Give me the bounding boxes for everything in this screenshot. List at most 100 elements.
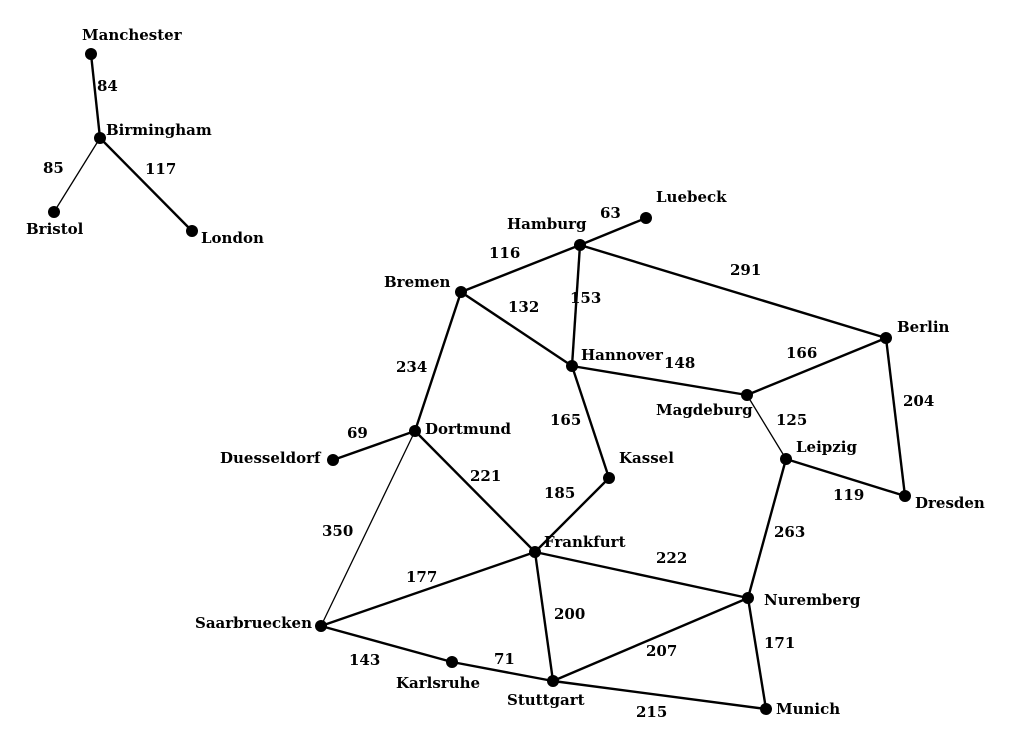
edge-weight-stuttgart-munich: 215 (636, 703, 667, 721)
edge-weight-dortmund-frankfurt: 221 (470, 467, 501, 485)
city-node-duesseldorf (327, 454, 339, 466)
edge-saarbruecken-karlsruhe (320, 624, 453, 664)
edge-weight-hamburg-berlin: 291 (730, 261, 761, 279)
edge-stuttgart-munich (552, 679, 767, 711)
city-label-stuttgart: Stuttgart (507, 691, 585, 709)
edge-weight-magdeburg-berlin: 166 (786, 344, 817, 362)
city-node-bristol (48, 206, 60, 218)
city-node-dortmund (409, 425, 421, 437)
edge-weights-layer: 84 85 117 63 116 291 153 132 234 148 166 204 165 125 1… (43, 77, 934, 721)
city-label-bristol: Bristol (26, 220, 84, 238)
edge-berlin-dresden (884, 337, 907, 497)
city-node-kassel (603, 472, 615, 484)
city-node-manchester (85, 48, 97, 60)
edge-hamburg-berlin (579, 243, 887, 340)
edge-dortmund-frankfurt (414, 430, 536, 553)
edge-bremen-dortmund (413, 291, 463, 432)
edge-weight-hannover-kassel: 165 (550, 411, 581, 429)
edge-stuttgart-nuremberg (552, 596, 749, 683)
edge-hannover-kassel (570, 365, 611, 479)
city-node-magdeburg (741, 389, 753, 401)
edge-weight-karlsruhe-stuttgart: 71 (494, 650, 515, 668)
edge-hamburg-hannover (570, 244, 582, 367)
edge-magdeburg-berlin (746, 336, 887, 397)
city-node-luebeck (640, 212, 652, 224)
nodes-layer (48, 48, 911, 715)
edge-manchester-birmingham (89, 53, 102, 139)
city-label-bremen: Bremen (384, 273, 451, 291)
city-node-dresden (899, 490, 911, 502)
city-node-hamburg (574, 239, 586, 251)
city-node-frankfurt (529, 546, 541, 558)
edge-birmingham-london (99, 137, 193, 232)
edge-weight-leipzig-dresden: 119 (833, 486, 864, 504)
edge-birmingham-bristol (53, 137, 101, 213)
edge-weight-hamburg-hannover: 153 (570, 289, 601, 307)
city-node-bremen (455, 286, 467, 298)
edge-weight-bremen-dortmund: 234 (396, 358, 427, 376)
edge-leipzig-nuremberg (746, 458, 788, 599)
city-label-luebeck: Luebeck (656, 188, 727, 206)
city-node-berlin (880, 332, 892, 344)
edge-bremen-hannover (460, 291, 573, 367)
edge-weight-manchester-birmingham: 84 (97, 77, 118, 95)
city-node-munich (760, 703, 772, 715)
city-label-leipzig: Leipzig (796, 438, 857, 456)
edge-weight-stuttgart-nuremberg: 207 (646, 642, 677, 660)
edge-weight-dortmund-saarbruecken: 350 (322, 522, 353, 540)
edge-weight-leipzig-nuremberg: 263 (774, 523, 805, 541)
city-label-karlsruhe: Karlsruhe (396, 674, 480, 692)
edge-weight-magdeburg-leipzig: 125 (776, 411, 807, 429)
edge-kassel-frankfurt (534, 477, 610, 553)
edge-hannover-magdeburg (571, 364, 748, 397)
edge-karlsruhe-stuttgart (451, 660, 554, 683)
city-node-leipzig (780, 453, 792, 465)
edge-weight-hannover-magdeburg: 148 (664, 354, 695, 372)
edge-weight-bremen-hannover: 132 (508, 298, 539, 316)
edge-weight-bremen-hamburg: 116 (489, 244, 520, 262)
edges-layer (53, 53, 907, 711)
edge-weight-duesseldorf-dortmund: 69 (347, 424, 368, 442)
edge-weight-birmingham-london: 117 (145, 160, 176, 178)
edge-weight-hamburg-luebeck: 63 (600, 204, 621, 222)
city-label-saarbruecken: Saarbruecken (195, 614, 312, 632)
city-node-london (186, 225, 198, 237)
city-label-kassel: Kassel (619, 449, 674, 467)
city-label-duesseldorf: Duesseldorf (220, 449, 322, 467)
edge-magdeburg-leipzig (746, 394, 787, 460)
city-label-hannover: Hannover (581, 346, 664, 364)
city-label-hamburg: Hamburg (507, 215, 587, 233)
edge-weight-frankfurt-nuremberg: 222 (656, 549, 687, 567)
city-label-manchester: Manchester (82, 26, 183, 44)
city-label-nuremberg: Nuremberg (764, 591, 861, 609)
edge-weight-saarbruecken-karlsruhe: 143 (349, 651, 380, 669)
edge-saarbruecken-frankfurt (320, 550, 536, 628)
edge-weight-berlin-dresden: 204 (903, 392, 934, 410)
edge-duesseldorf-dortmund (332, 429, 416, 462)
city-label-munich: Munich (776, 700, 840, 718)
city-label-birmingham: Birmingham (106, 121, 212, 139)
city-label-magdeburg: Magdeburg (656, 401, 753, 419)
edge-leipzig-dresden (785, 457, 906, 498)
city-label-berlin: Berlin (897, 318, 950, 336)
edge-weight-frankfurt-stuttgart: 200 (554, 605, 585, 623)
edge-weight-kassel-frankfurt: 185 (544, 484, 575, 502)
edge-frankfurt-nuremberg (534, 550, 749, 600)
edge-nuremberg-munich (746, 597, 768, 710)
city-node-hannover (566, 360, 578, 372)
edge-bremen-hamburg (460, 243, 581, 294)
city-label-frankfurt: Frankfurt (544, 533, 626, 551)
city-label-dresden: Dresden (915, 494, 985, 512)
edge-weight-birmingham-bristol: 85 (43, 159, 64, 177)
city-node-saarbruecken (315, 620, 327, 632)
edge-weight-nuremberg-munich: 171 (764, 634, 795, 652)
city-node-nuremberg (742, 592, 754, 604)
city-label-dortmund: Dortmund (425, 420, 512, 438)
edge-dortmund-saarbruecken (320, 430, 416, 627)
edge-hamburg-luebeck (579, 216, 647, 247)
city-node-karlsruhe (446, 656, 458, 668)
city-label-london: London (201, 229, 264, 247)
city-node-stuttgart (547, 675, 559, 687)
